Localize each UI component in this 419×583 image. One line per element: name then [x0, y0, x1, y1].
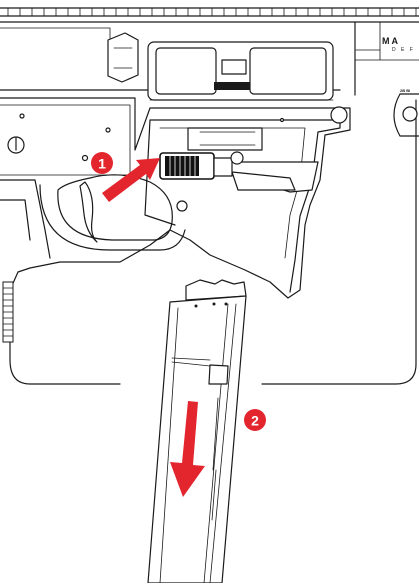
- forward-assist-detail: [113, 47, 133, 69]
- magazine-rivet-3: [224, 302, 228, 306]
- ejection-port-inner-right: [249, 47, 327, 95]
- pistol-grip: [0, 179, 51, 259]
- front-pivot-screw: [176, 200, 188, 212]
- magazine-side-ribs: [159, 303, 237, 583]
- rear-pin: [105, 127, 111, 133]
- step-1-number: 1: [98, 156, 106, 172]
- mag-catch-pin: [279, 117, 285, 123]
- magazine: [147, 279, 247, 583]
- step-2-number: 2: [251, 413, 259, 429]
- bolt-catch-detail: [199, 131, 256, 146]
- ejection-port-inner-left: [155, 47, 217, 95]
- buffer-tube: 2B Bl: [393, 88, 419, 137]
- bolt-serrations: [214, 82, 250, 90]
- upper-receiver-detail: [0, 21, 419, 61]
- brand-mark-sub: D E F: [392, 47, 415, 53]
- step-1-arrow: [102, 158, 160, 202]
- lower-receiver-outline: [0, 97, 351, 385]
- magazine-spine: [211, 397, 219, 521]
- magazine-follower-rail: [171, 357, 211, 367]
- receiver-screws: [176, 106, 348, 212]
- hammer-pin: [81, 154, 89, 162]
- magazine-rivet-1: [194, 304, 198, 308]
- forward-assist: [107, 32, 139, 83]
- buffer-tube-outline: [393, 93, 419, 137]
- mag-release-button-tip: [213, 157, 233, 177]
- receiver-marking: 2B Bl: [400, 88, 410, 93]
- trigger: [79, 181, 98, 243]
- mid-screw: [230, 151, 244, 165]
- takedown-pin: [19, 113, 25, 119]
- top-rail: [0, 7, 419, 17]
- bolt-catch: [187, 127, 263, 151]
- magazine-rivet-2: [212, 302, 216, 306]
- rail-teeth: [7, 7, 417, 17]
- step-1-callout: 1: [91, 152, 160, 202]
- receiver-panel: [0, 104, 131, 176]
- grip-texture: [2, 281, 14, 343]
- trigger-guard-inner: [57, 174, 173, 241]
- upper-receiver: MA D E F: [0, 7, 419, 101]
- mag-release-button-grip: [165, 156, 199, 176]
- buffer-screw: [402, 106, 418, 122]
- step-2-arrow: [170, 401, 205, 497]
- magazine-latch-block: [208, 364, 229, 385]
- step-2-callout: 2: [170, 401, 266, 497]
- bolt-face: [221, 59, 247, 75]
- lower-receiver-right-edge: [261, 99, 417, 385]
- rear-screw: [330, 106, 348, 124]
- mag-catch-lever: [231, 171, 296, 191]
- lower-receiver: [0, 97, 417, 385]
- mag-release-button-ridges: [169, 155, 196, 177]
- brand-mark: MA: [382, 36, 400, 46]
- magazine-release-button: [159, 152, 233, 180]
- step-2-badge: [244, 409, 266, 431]
- trigger-guard: [39, 184, 186, 251]
- step-1-badge: [91, 152, 113, 174]
